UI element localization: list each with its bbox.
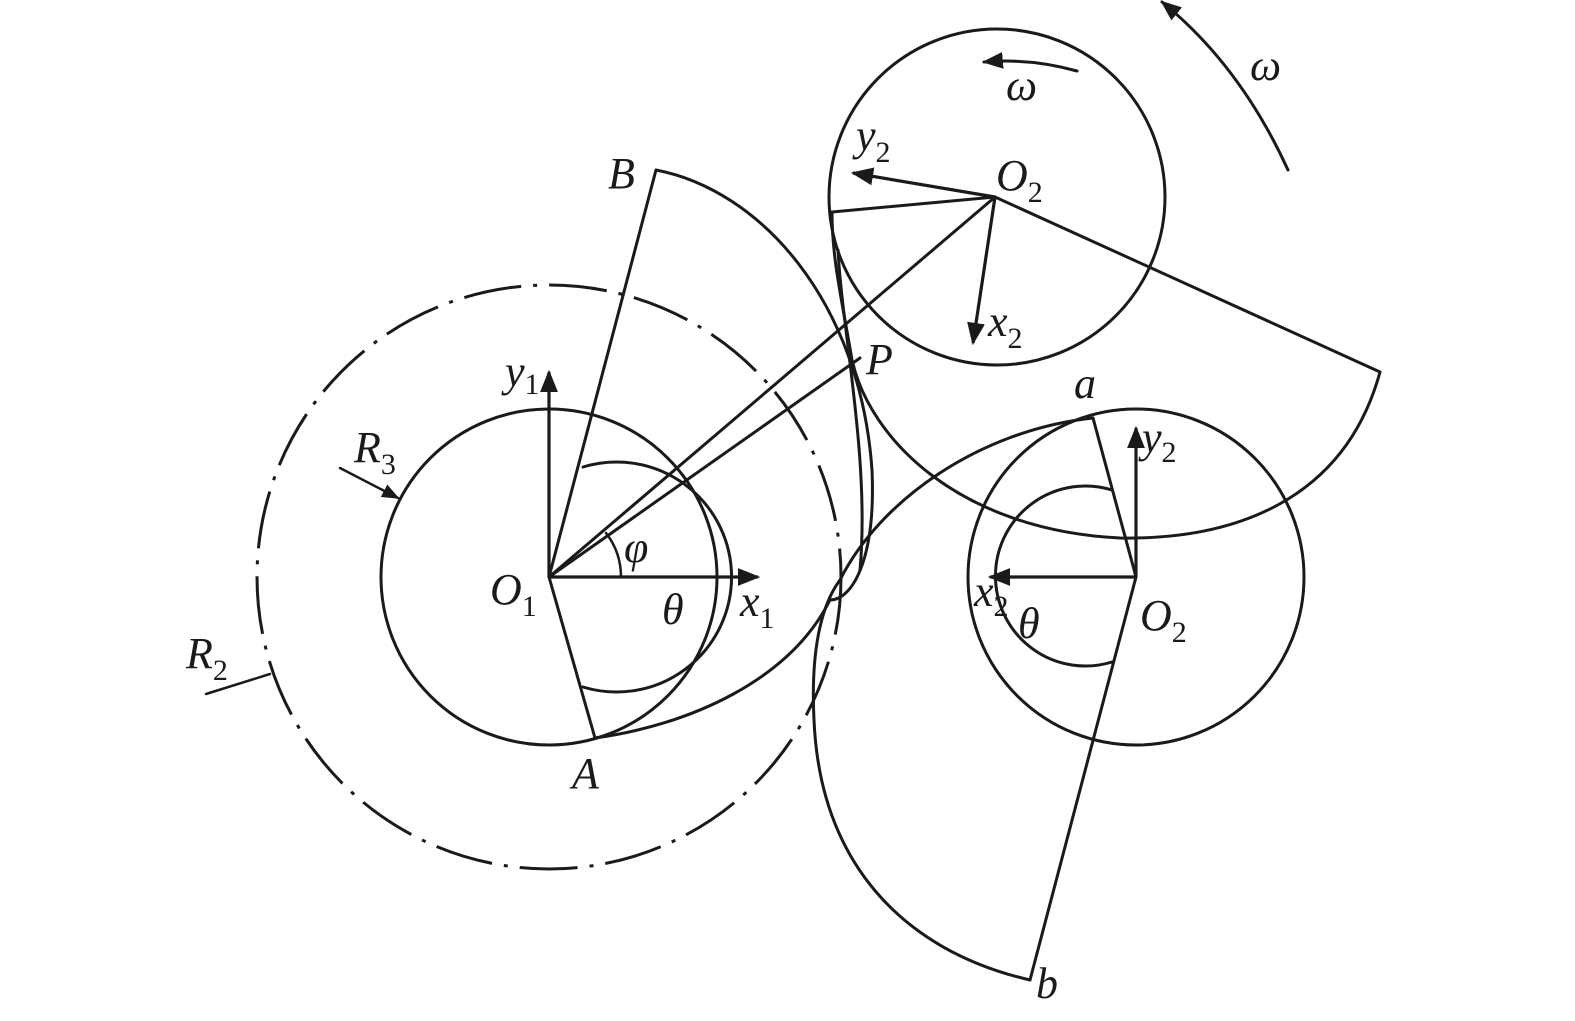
curve-A-to-profile xyxy=(593,598,832,740)
line-O1-A xyxy=(547,575,597,740)
label-x2-right: x2 xyxy=(973,567,1009,623)
label-O2-top: O2 xyxy=(996,151,1043,209)
label-x2-top: x2 xyxy=(987,297,1023,355)
phi-angle-arc xyxy=(604,531,623,579)
R3-leader-arrow xyxy=(338,466,400,500)
label-omega-top: ω xyxy=(1006,61,1037,110)
top-rotor-circle xyxy=(827,27,1167,367)
omega-top-rotation-arrow xyxy=(981,51,1079,73)
label-O1: O1 xyxy=(490,565,537,623)
label-R3: R3 xyxy=(353,423,396,481)
label-theta-right: θ xyxy=(1018,599,1040,648)
omega-right-rotation-arrow xyxy=(1160,0,1290,172)
label-y2-right: y2 xyxy=(1138,413,1177,469)
label-y2-top: y2 xyxy=(852,111,891,169)
line-O1-P xyxy=(547,356,862,579)
label-A: A xyxy=(569,749,600,798)
curve-a-to-left xyxy=(838,416,1095,582)
label-B: B xyxy=(608,149,635,198)
arc-b-lower xyxy=(811,578,1032,982)
arc-B-to-profile xyxy=(654,168,874,602)
line-O1-O2top-a xyxy=(547,195,997,579)
label-omega-right: ω xyxy=(1250,41,1281,90)
label-O2-right: O2 xyxy=(1140,591,1187,649)
label-theta-left: θ xyxy=(662,585,684,634)
label-P: P xyxy=(865,335,893,384)
R2-leader xyxy=(204,672,272,696)
label-R2: R2 xyxy=(185,629,228,687)
line-O2right-a xyxy=(1091,416,1138,579)
label-x1: x1 xyxy=(739,577,775,635)
line-O2right-b xyxy=(1028,575,1138,982)
y2-top-axis xyxy=(850,167,996,199)
line-O2top-right xyxy=(993,195,1382,374)
line-O1-B xyxy=(547,168,658,579)
line-O2top-left xyxy=(830,195,997,214)
label-a: a xyxy=(1074,359,1096,408)
label-b: b xyxy=(1036,959,1058,1008)
right-base-circle xyxy=(966,407,1306,747)
label-phi: φ xyxy=(624,523,648,572)
label-y1: y1 xyxy=(501,347,540,401)
x2-top-axis xyxy=(967,196,997,346)
top-rotor-inner-profile xyxy=(836,248,864,572)
